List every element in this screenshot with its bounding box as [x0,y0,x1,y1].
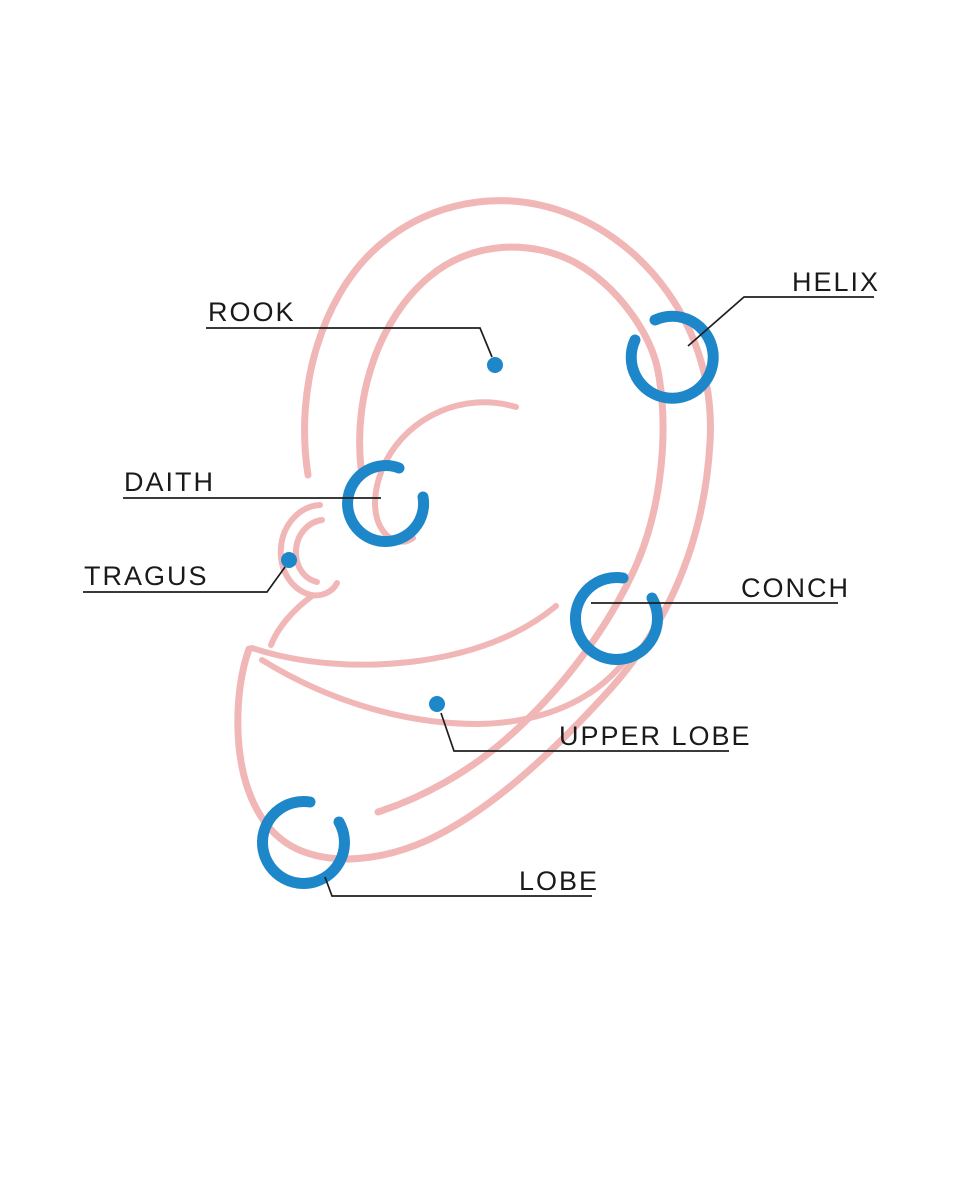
ear-tragus-outer-path [277,502,340,599]
daith-piercing-ring-icon [342,460,430,548]
rook-label: ROOK [208,297,296,327]
ear-notch-path [268,593,315,648]
ear-concha-bottom-path [249,603,559,668]
conch-piercing-ring-icon [570,572,663,665]
helix-leader-line [687,296,874,347]
ear-lobe-fold-path [259,657,627,727]
daith-label: DAITH [124,467,215,497]
conch-label: CONCH [741,573,850,603]
labels: HELIX ROOK DAITH TRAGUS CONCH UPPER LOBE… [84,267,880,896]
ear-tragus-inner-path [292,517,325,585]
lobe-piercing-ring-icon [257,796,350,889]
lobe-label: LOBE [519,866,599,896]
upper-lobe-label: UPPER LOBE [559,721,752,751]
rook-piercing-dot-icon [487,357,503,373]
helix-label: HELIX [792,267,880,297]
ear-inner-rim-path [356,243,667,816]
upper-lobe-leader-line [440,712,729,752]
rook-leader-line [206,327,493,358]
lobe-leader-line [324,876,592,897]
leader-lines [83,296,874,897]
tragus-leader-line [83,566,286,593]
tragus-piercing-dot-icon [281,552,297,568]
upper-lobe-piercing-dot-icon [429,696,445,712]
tragus-label: TRAGUS [84,561,209,591]
piercing-markers [257,310,719,889]
helix-piercing-ring-icon [625,310,719,404]
ear-illustration [234,197,714,863]
